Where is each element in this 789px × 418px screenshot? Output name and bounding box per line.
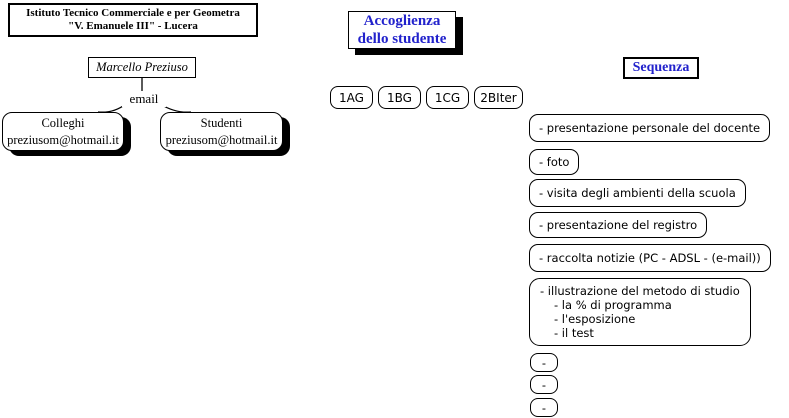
sequence-item-label: - presentazione del registro <box>539 218 698 232</box>
accoglienza-line2: dello studente <box>357 31 447 47</box>
institute-name-line2: "V. Emanuele III" - Lucera <box>68 20 198 32</box>
class-node-1cg: 1CG <box>426 86 469 109</box>
sequence-node-raccolta-notizie: - raccolta notizie (PC - ADSL - (e-mail)… <box>529 244 771 272</box>
sequenza-title-node: Sequenza <box>623 57 699 79</box>
sequence-item-label: - presentazione personale del docente <box>539 121 761 135</box>
method-sub-item: - l'esposizione <box>554 312 636 326</box>
sequence-node-foto: - foto <box>529 149 580 175</box>
accoglienza-title-node: Accoglienza dello studente <box>348 11 456 49</box>
placeholder-label: - <box>541 400 547 415</box>
author-node: Marcello Preziuso <box>88 57 196 78</box>
contact-email: preziusom@hotmail.it <box>165 132 278 147</box>
method-sub-item: - il test <box>554 326 594 340</box>
sequence-node-presentazione-docente: - presentazione personale del docente <box>529 114 771 142</box>
sequenza-title: Sequenza <box>632 60 690 75</box>
class-node-1ag: 1AG <box>330 86 373 109</box>
method-title: - illustrazione del metodo di studio <box>540 284 740 298</box>
placeholder-node-2: - <box>530 375 558 394</box>
class-label: 1CG <box>434 90 461 105</box>
sequence-item-label: - foto <box>539 155 570 169</box>
contact-email: preziusom@hotmail.it <box>7 132 119 147</box>
sequence-node-metodo-di-studio: - illustrazione del metodo di studio - l… <box>529 278 751 346</box>
contact-node-studenti: Studenti preziusom@hotmail.it <box>160 112 283 151</box>
accoglienza-line1: Accoglienza <box>363 13 441 29</box>
institute-node: Istituto Tecnico Commerciale e per Geome… <box>8 3 258 37</box>
institute-name-line1: Istituto Tecnico Commerciale e per Geome… <box>26 7 240 19</box>
email-connector-label: email <box>122 91 166 107</box>
author-name: Marcello Preziuso <box>96 60 188 74</box>
sequence-node-visita-ambienti: - visita degli ambienti della scuola <box>529 179 746 207</box>
contact-title: Colleghi <box>41 115 85 130</box>
class-label: 2BIter <box>480 90 517 105</box>
placeholder-node-3: - <box>530 398 558 417</box>
placeholder-label: - <box>541 377 547 392</box>
sequence-node-presentazione-registro: - presentazione del registro <box>529 212 708 238</box>
class-label: 1BG <box>387 90 412 105</box>
method-sub-item: - la % di programma <box>554 298 672 312</box>
sequence-item-label: - visita degli ambienti della scuola <box>539 186 736 200</box>
placeholder-node-1: - <box>530 353 558 372</box>
class-label: 1AG <box>339 90 364 105</box>
placeholder-label: - <box>541 355 547 370</box>
class-node-2biter: 2BIter <box>474 86 523 109</box>
class-node-1bg: 1BG <box>378 86 421 109</box>
contact-node-colleghi: Colleghi preziusom@hotmail.it <box>2 112 124 151</box>
email-label-text: email <box>129 91 159 106</box>
contact-title: Studenti <box>200 115 243 130</box>
sequence-item-label: - raccolta notizie (PC - ADSL - (e-mail)… <box>539 251 761 265</box>
